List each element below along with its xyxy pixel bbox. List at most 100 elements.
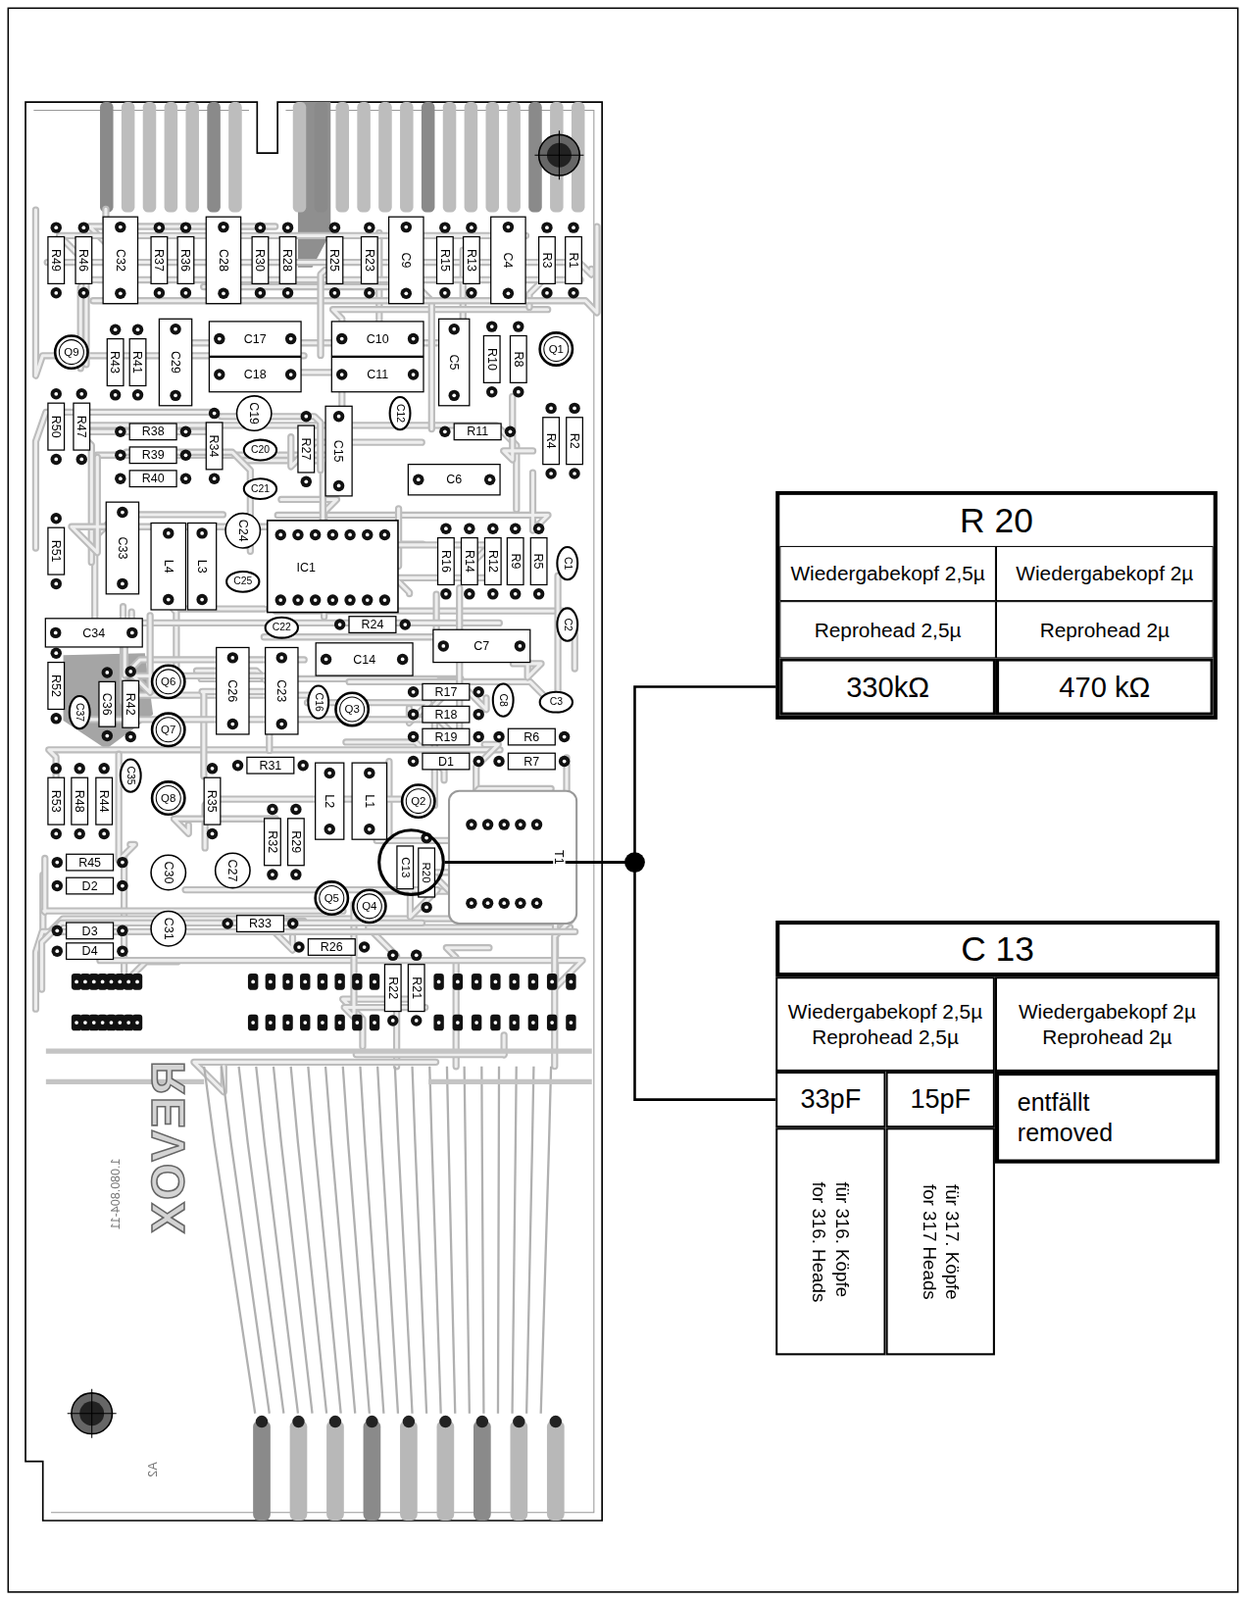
part-label: T1: [552, 848, 565, 866]
pad-hole: [286, 225, 291, 230]
pad-hole: [104, 670, 109, 675]
solder-pad: [465, 287, 477, 299]
pad-hole: [297, 945, 301, 949]
component: [288, 803, 305, 881]
solder-pad: [266, 868, 278, 880]
pad-hole: [451, 327, 456, 332]
electrolytic-outline: [150, 854, 186, 890]
capacitor-outline: [331, 356, 424, 392]
trace: [368, 927, 571, 1067]
part-label: C33: [116, 535, 129, 560]
component: [232, 756, 309, 774]
resistor-outline: [48, 402, 65, 450]
part-label: R6: [522, 730, 541, 743]
edge-finger: [421, 101, 436, 212]
resistor-outline: [360, 237, 378, 285]
trace: [481, 1066, 484, 1414]
pad-hole: [303, 414, 308, 419]
part-label: R3: [541, 250, 553, 269]
capacitor-outline: [265, 617, 299, 639]
dip-pad: [317, 973, 328, 991]
solder-pad: [502, 288, 514, 300]
resistor-outline: [438, 538, 455, 586]
part-label: C17: [243, 332, 268, 345]
cell-text: for 317 Heads: [917, 1183, 941, 1299]
solder-pad: [49, 627, 61, 639]
capacitor-outline: [208, 356, 301, 392]
pad-hole: [278, 598, 283, 602]
part-label: C18: [243, 368, 268, 381]
solder-pad: [73, 828, 85, 840]
solder-pad: [531, 897, 543, 909]
pad-hole: [291, 921, 296, 926]
table-cell: Wiedergabekopf 2,5µReprohead 2,5µ: [775, 976, 996, 1072]
part-label: R5: [532, 551, 545, 570]
cell-text: Wiedergabekopf 2µ: [1015, 560, 1194, 587]
pad-hole: [184, 291, 189, 296]
dip-pad: [351, 1014, 362, 1032]
pad-hole: [354, 1020, 359, 1025]
pad-hole: [535, 822, 540, 827]
pad-hole: [157, 225, 162, 230]
component: [105, 501, 139, 595]
solder-pad: [287, 917, 299, 929]
pad-hole: [53, 716, 58, 721]
solder-pad: [227, 718, 239, 730]
part-label: R35: [205, 789, 218, 814]
table-cell: 33pF: [775, 1071, 886, 1128]
solder-pad: [512, 386, 524, 398]
dip-pad: [508, 973, 519, 991]
resistor-outline: [48, 527, 65, 575]
cell-text: Reprohead 2,5µ: [811, 1024, 959, 1050]
table-cell: 330kΩ: [779, 657, 997, 715]
solder-pad: [514, 897, 526, 909]
pad-hole: [516, 390, 521, 395]
finger-pad: [402, 1415, 415, 1428]
solder-pad: [285, 368, 297, 380]
pad-hole: [83, 980, 88, 985]
solder-pad: [400, 221, 412, 233]
part-label: C23: [275, 678, 288, 703]
pad-hole: [367, 291, 372, 296]
solder-pad: [309, 594, 321, 605]
pad-hole: [278, 533, 283, 538]
pad-hole: [469, 900, 474, 905]
pad-hole: [411, 759, 416, 764]
pad-hole: [348, 598, 352, 602]
part-label: Q3: [343, 703, 360, 715]
cell-text: Wiedergabekopf 2,5µ: [790, 560, 985, 587]
solder-pad: [109, 324, 121, 336]
capacitor-outline: [407, 464, 500, 496]
pad-hole: [400, 657, 405, 662]
part-label: R43: [108, 349, 121, 375]
pad-hole: [135, 980, 140, 985]
resistor-outline: [96, 777, 113, 825]
solder-pad: [254, 287, 266, 299]
part-label: L4: [162, 558, 175, 575]
component-outlines: [45, 216, 583, 1026]
component: [384, 949, 401, 1027]
capacitor-outline: [216, 647, 250, 734]
solder-pad: [116, 925, 128, 937]
resistor-outline: [484, 538, 501, 586]
solder-pad: [493, 731, 504, 743]
pad-hole: [217, 337, 222, 342]
trace: [203, 1066, 255, 1414]
pad-hole: [367, 225, 372, 230]
edge-finger: [399, 101, 414, 212]
solder-pad: [420, 832, 432, 844]
pad-hole: [469, 225, 474, 230]
capacitor-outline: [433, 629, 531, 662]
pad-hole: [455, 980, 460, 985]
solder-pad: [50, 221, 62, 233]
cell-text: removed: [1017, 1117, 1113, 1148]
resistor-outline: [418, 847, 436, 898]
solder-pad: [132, 324, 144, 336]
part-label: C3: [548, 697, 564, 707]
solder-pad: [320, 653, 332, 665]
resistor-outline: [566, 417, 584, 465]
pad-hole: [199, 531, 204, 536]
transistor-outline: [155, 717, 181, 743]
solder-pad: [78, 221, 90, 233]
part-label: R10: [485, 347, 498, 372]
